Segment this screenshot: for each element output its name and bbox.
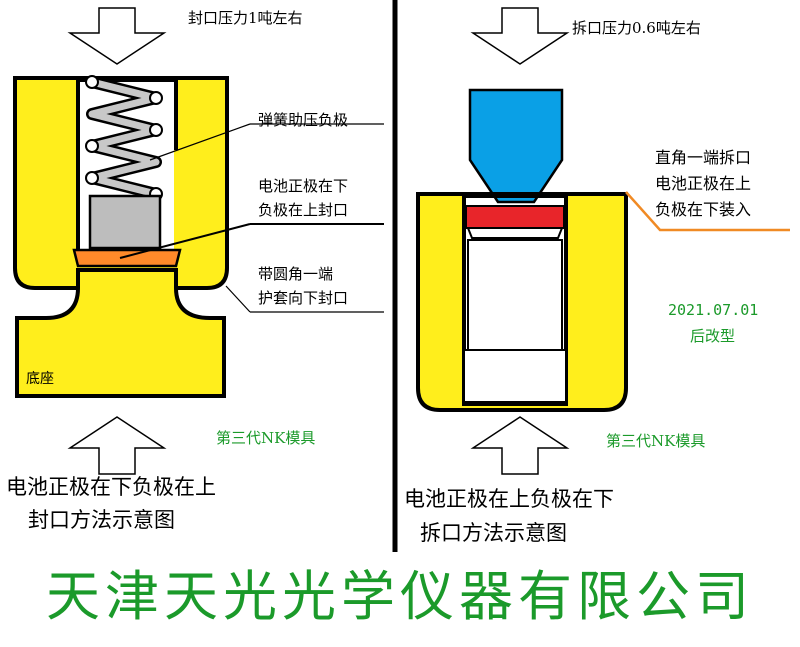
left-generation-label: 第三代NK模具 <box>216 429 316 447</box>
leader-spring <box>149 123 251 161</box>
right-label-line2: 电池正极在上 <box>655 174 752 193</box>
base-mold <box>15 268 226 398</box>
battery-body <box>467 239 563 351</box>
date-label: 2021.07.01 <box>668 301 759 319</box>
cap-lip <box>467 227 563 239</box>
leader-right-orange <box>625 191 790 232</box>
right-mold <box>416 192 628 412</box>
red-cap <box>465 205 565 229</box>
left-caption-line2: 封口方法示意图 <box>28 508 175 532</box>
leader-sheath <box>225 285 251 313</box>
revision-label: 后改型 <box>690 327 736 345</box>
company-name: 天津天光光学仪器有限公司 <box>46 565 754 628</box>
right-caption-line2: 拆口方法示意图 <box>420 521 567 545</box>
polarity-label-line1: 电池正极在下 <box>258 177 349 195</box>
blue-punch <box>468 88 564 204</box>
left-top-arrow-icon <box>67 7 167 65</box>
right-generation-label: 第三代NK模具 <box>606 432 706 450</box>
negative-electrode-block <box>88 194 162 250</box>
spring <box>85 75 163 201</box>
left-caption-line1: 电池正极在下负极在上 <box>6 475 216 499</box>
leader-polarity <box>119 223 251 259</box>
polarity-label-line2: 负极在上封口 <box>258 201 349 219</box>
right-top-force-label: 拆口压力0.6吨左右 <box>572 19 701 37</box>
left-top-force-label: 封口压力1吨左右 <box>188 9 303 27</box>
spring-label: 弹簧助压负极 <box>258 111 349 129</box>
battery-holder <box>463 349 567 403</box>
right-caption-line1: 电池正极在上负极在下 <box>404 487 614 511</box>
right-bottom-arrow-icon <box>470 416 570 475</box>
right-top-arrow-icon <box>470 7 570 65</box>
sheath-label-line1: 带圆角一端 <box>258 265 334 283</box>
base-label: 底座 <box>26 371 54 387</box>
right-label-line3: 负极在下装入 <box>655 200 752 219</box>
sheath-cap <box>72 248 182 268</box>
right-label-line1: 直角一端拆口 <box>655 148 752 167</box>
left-bottom-arrow-icon <box>67 416 167 475</box>
sheath-label-line2: 护套向下封口 <box>258 289 349 307</box>
